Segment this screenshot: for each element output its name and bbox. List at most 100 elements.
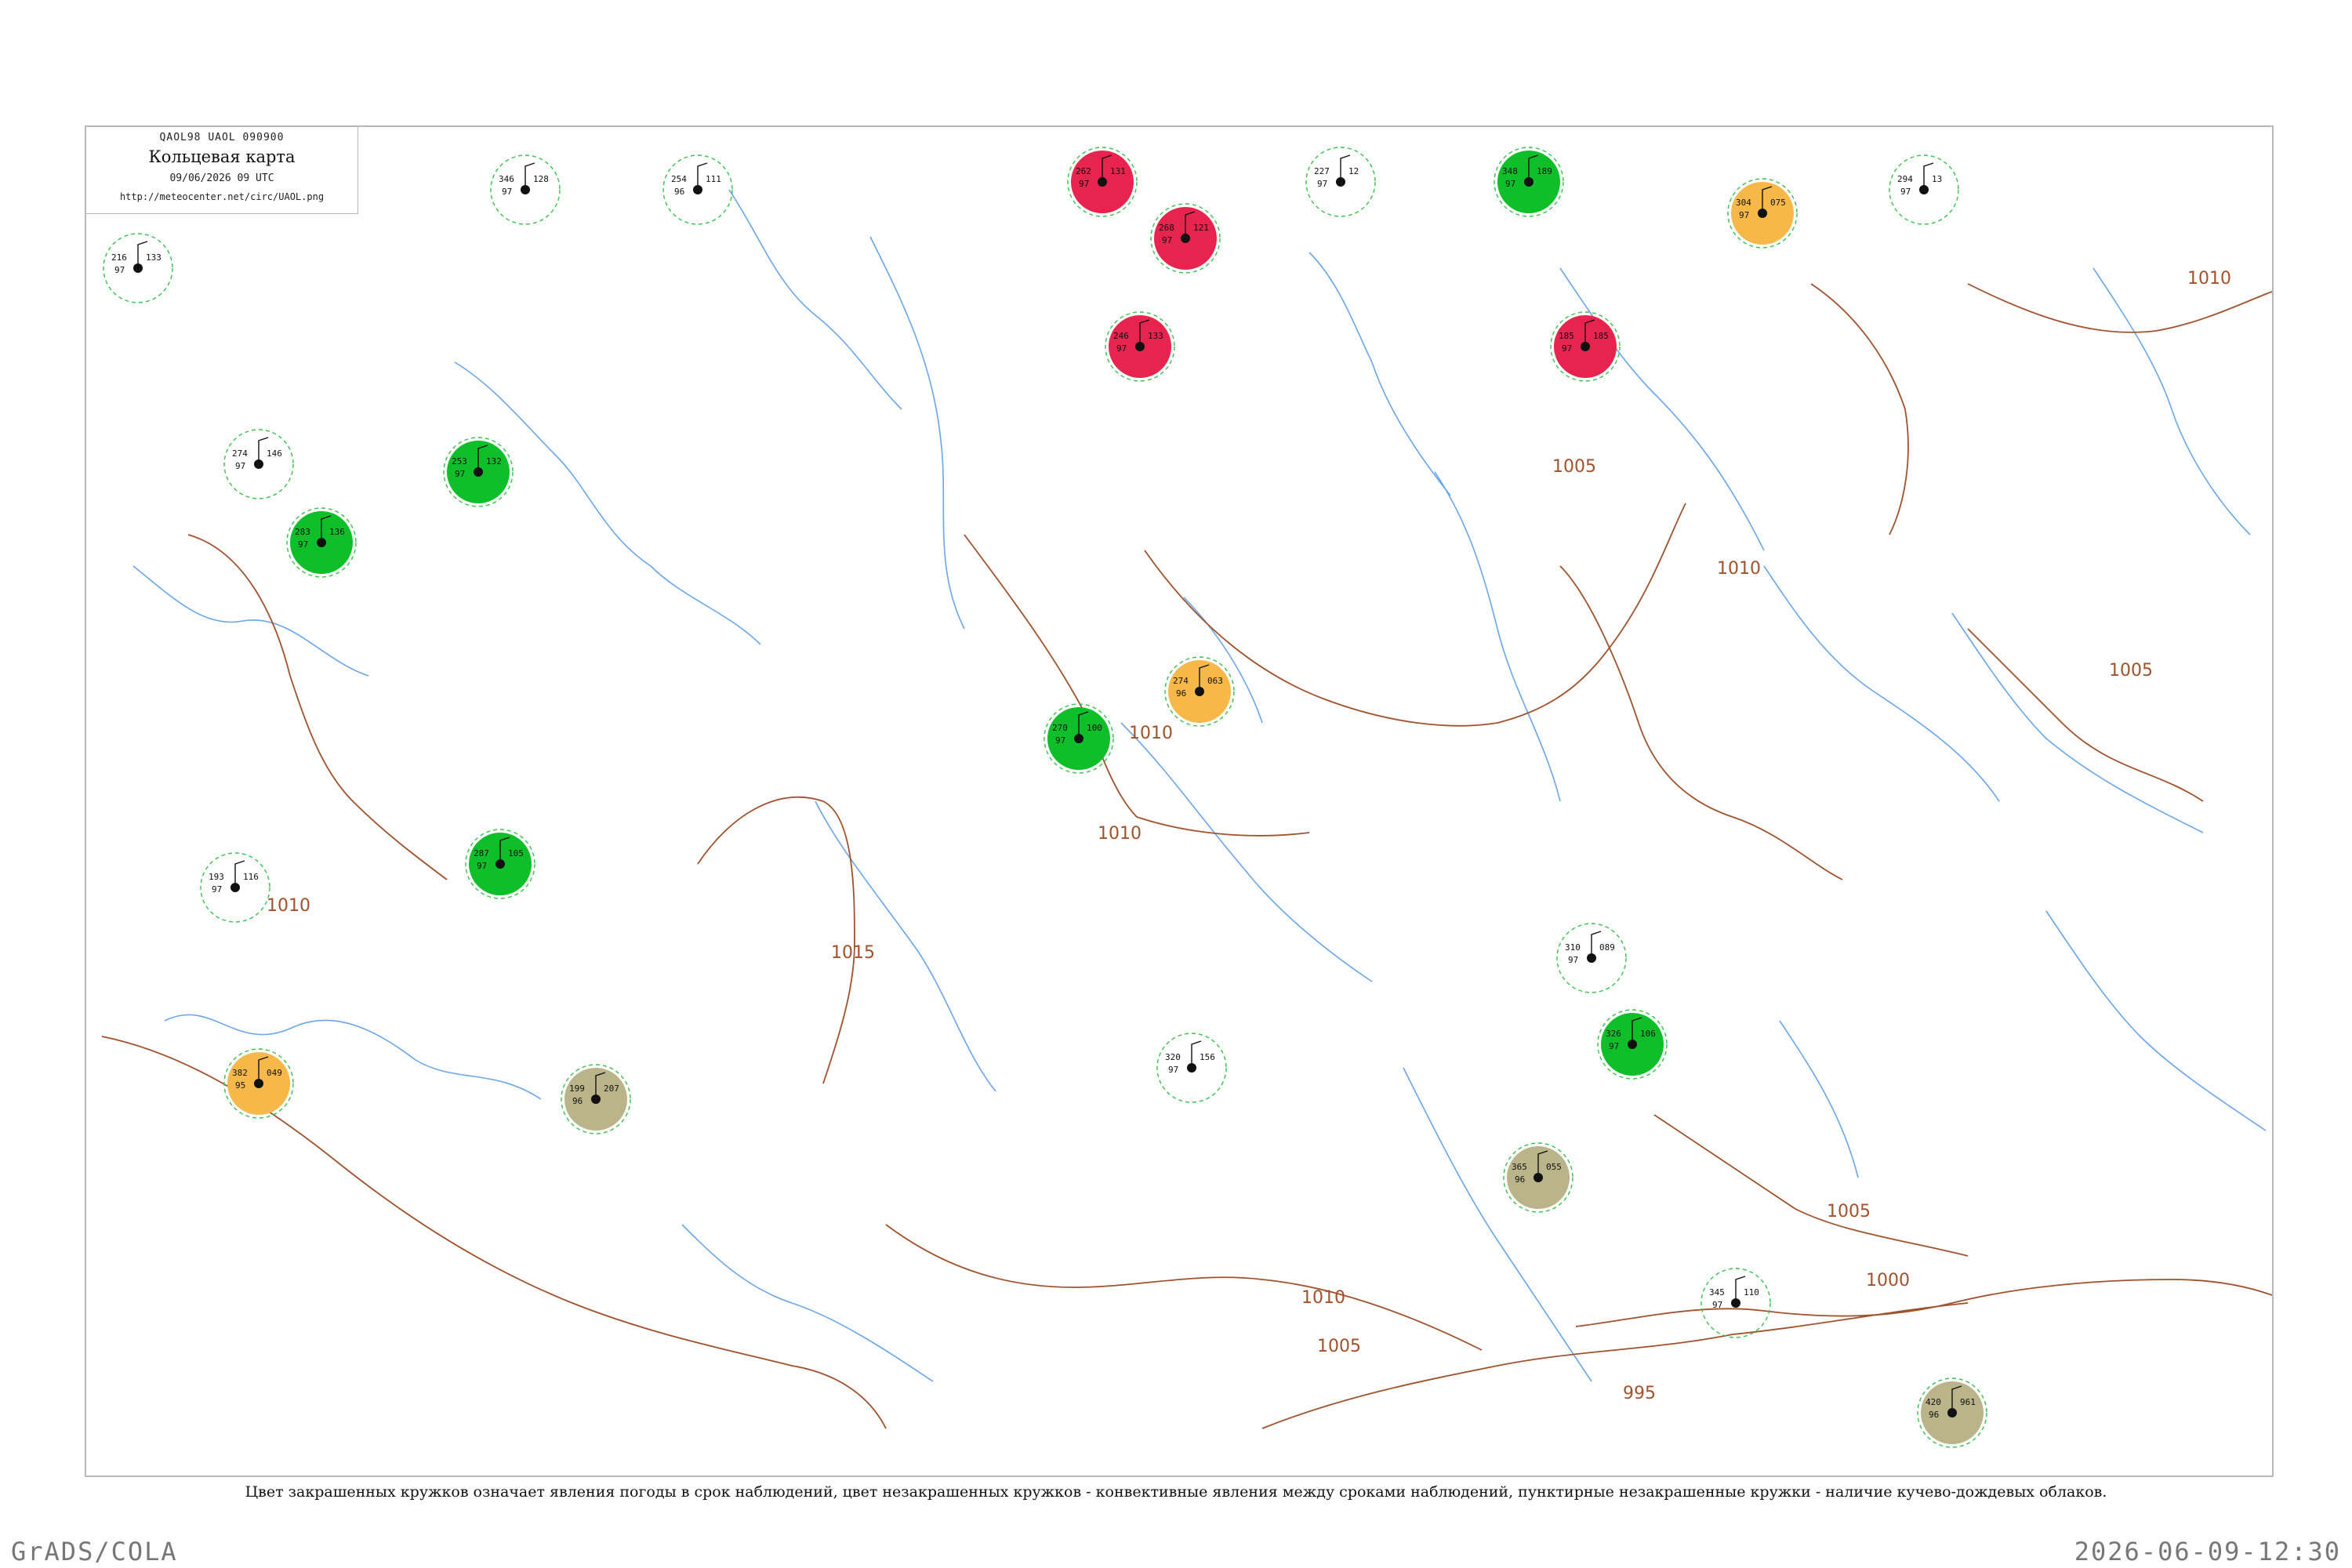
cloud-cover-icon <box>1731 1298 1740 1308</box>
station-value: 97 <box>1900 187 1911 197</box>
station-value: 97 <box>1162 235 1172 245</box>
map-title-box: QAOL98 UAOL 090900 Кольцевая карта 09/06… <box>86 127 358 214</box>
cb-cloud-ring <box>561 1064 631 1134</box>
isobar-label: 1005 <box>2109 661 2153 681</box>
wind-barb-icon <box>1735 1276 1746 1298</box>
weather-map[interactable]: 1010 1010 1005 1010 1015 1010 1005 1010 … <box>85 125 2274 1477</box>
station-value: 294 <box>1897 174 1913 184</box>
station-value: 326 <box>1606 1029 1621 1039</box>
cb-cloud-ring <box>223 1048 294 1119</box>
isobar-label: 1010 <box>1717 559 1761 579</box>
cloud-cover-icon <box>1336 177 1345 187</box>
cloud-cover-icon <box>1524 177 1534 187</box>
station-value: 199 <box>569 1083 585 1094</box>
wind-barb-icon <box>499 837 510 859</box>
wind-barb-icon <box>1528 154 1539 177</box>
station-value: 365 <box>1512 1162 1527 1172</box>
isobar-label: 1010 <box>1098 824 1142 844</box>
station-value: 97 <box>502 187 512 197</box>
wind-barb-icon <box>1537 1150 1548 1173</box>
wind-barb-icon <box>234 860 245 883</box>
cb-cloud-ring <box>1150 203 1221 274</box>
wind-barb-icon <box>1191 1040 1202 1063</box>
cloud-cover-icon <box>133 263 143 273</box>
wind-barb-icon <box>1951 1385 1962 1408</box>
wind-barb-icon <box>1923 162 1934 185</box>
cloud-cover-icon <box>693 185 702 194</box>
cb-cloud-ring <box>1494 147 1564 217</box>
station-value: 97 <box>1079 179 1089 189</box>
station-value: 185 <box>1593 331 1609 341</box>
station-value: 97 <box>455 469 465 479</box>
station-value: 132 <box>486 456 502 466</box>
isobar-label: 1010 <box>2187 269 2231 289</box>
station-marker[interactable]: 326 97 106 <box>1597 1009 1668 1080</box>
station-value: 185 <box>1559 331 1574 341</box>
station-value: 274 <box>232 448 248 459</box>
station-value: 105 <box>508 848 524 858</box>
station-value: 207 <box>604 1083 619 1094</box>
cb-cloud-ring <box>443 437 514 507</box>
station-value: 97 <box>1562 343 1572 354</box>
station-value: 97 <box>1505 179 1515 189</box>
station-value: 97 <box>114 265 125 275</box>
wind-barb-icon <box>1078 711 1089 734</box>
station-value: 97 <box>235 461 245 471</box>
station-value: 133 <box>1148 331 1163 341</box>
station-marker[interactable]: 185 97 185 <box>1550 311 1621 382</box>
cloud-cover-icon <box>1181 234 1190 243</box>
station-value: 97 <box>1609 1041 1619 1051</box>
cloud-cover-icon <box>1587 953 1596 963</box>
map-canvas[interactable]: 1010 1010 1005 1010 1015 1010 1005 1010 … <box>86 127 2272 1475</box>
cloud-cover-icon <box>1098 177 1107 187</box>
station-marker[interactable]: 294 97 13 <box>1889 154 1959 225</box>
isobar-label: 1015 <box>831 943 875 963</box>
station-value: 193 <box>209 872 224 882</box>
station-value: 246 <box>1113 331 1129 341</box>
cb-cloud-ring <box>1550 311 1621 382</box>
station-value: 97 <box>1055 735 1065 746</box>
station-value: 287 <box>474 848 489 858</box>
cb-cloud-ring <box>1727 178 1798 249</box>
station-value: 254 <box>671 174 687 184</box>
cb-cloud-ring <box>1917 1377 1987 1448</box>
footer-timestamp: 2026-06-09-12:30 <box>2074 1537 2341 1566</box>
station-value: 13 <box>1932 174 1942 184</box>
cb-cloud-ring <box>1156 1033 1227 1103</box>
legend-caption: Цвет закрашенных кружков означает явлени… <box>245 1483 2107 1501</box>
station-value: 268 <box>1159 223 1174 233</box>
cloud-cover-icon <box>474 467 483 477</box>
station-value: 283 <box>295 527 310 537</box>
cb-cloud-ring <box>1889 154 1959 225</box>
map-url[interactable]: http://meteocenter.net/circ/UAOL.png <box>119 191 325 202</box>
station-value: 97 <box>1739 210 1749 220</box>
station-value: 106 <box>1640 1029 1656 1039</box>
isobars <box>101 283 2272 1429</box>
cloud-cover-icon <box>1074 734 1083 743</box>
station-value: 96 <box>1929 1410 1939 1420</box>
